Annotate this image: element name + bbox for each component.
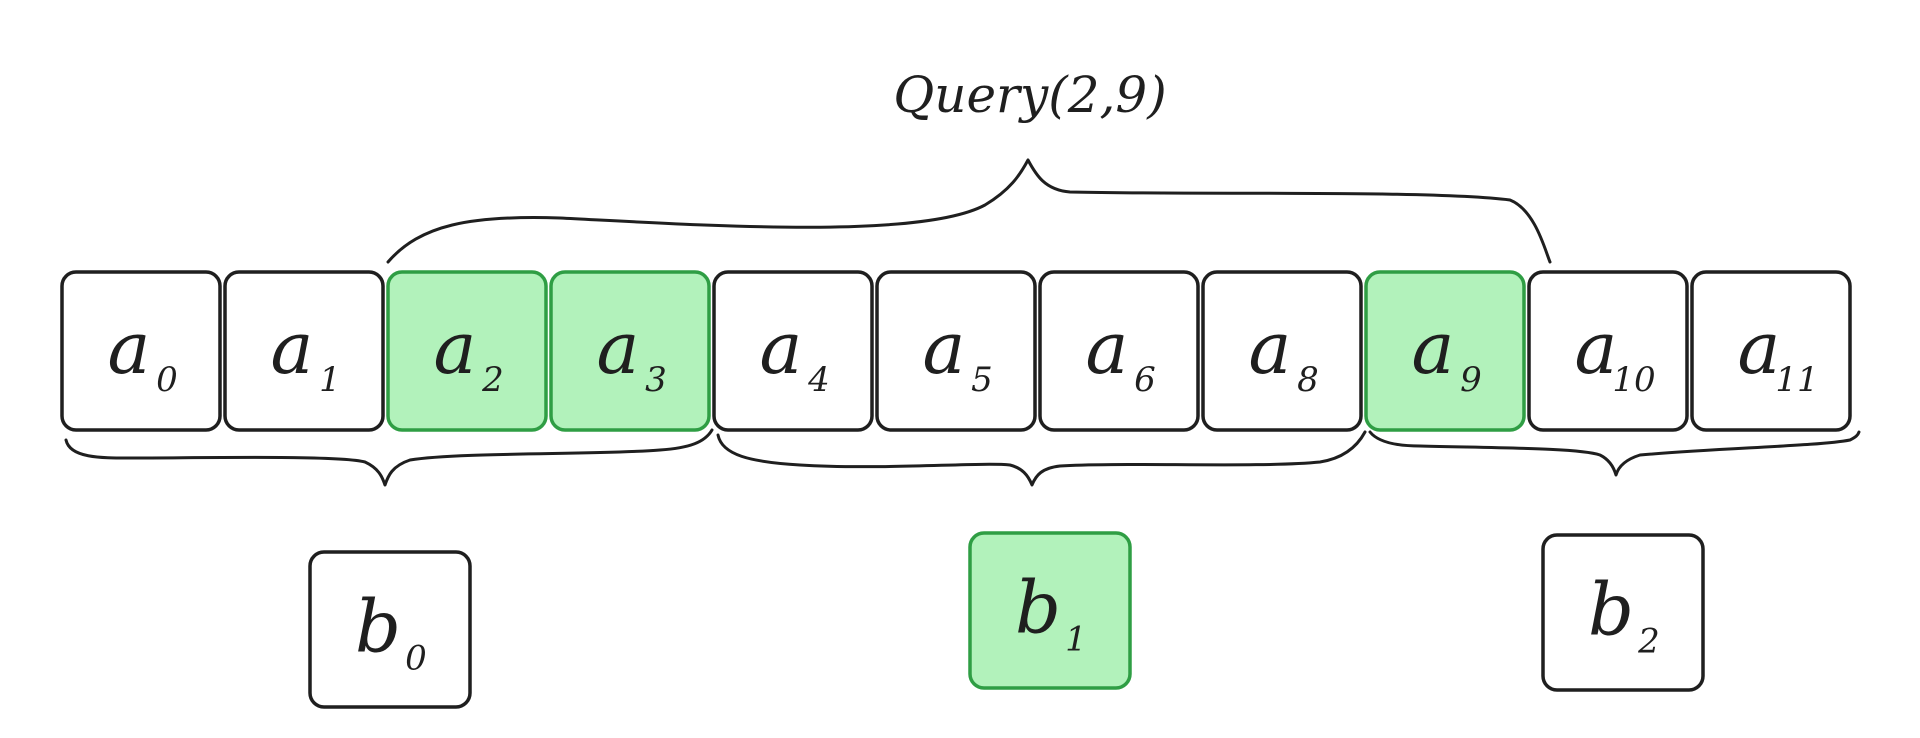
array-cell-box (549, 270, 711, 432)
array-cell-subscript: 3 (645, 360, 667, 400)
array-cell-subscript: 1 (319, 360, 341, 400)
block-cell-box (308, 550, 472, 709)
array-cell-label: a (1575, 306, 1618, 390)
array-cell-subscript: 10 (1612, 360, 1655, 400)
array-cell-subscript: 4 (807, 360, 830, 400)
array-cell-label: a (271, 306, 314, 390)
array-cell-subscript: 6 (1134, 360, 1156, 400)
array-cell-box (1038, 270, 1200, 432)
block-cell-subscript: 0 (405, 639, 427, 679)
array-cell-subscript: 2 (481, 360, 504, 400)
query-range-brace (386, 158, 1552, 264)
array-cell-subscript: 8 (1297, 360, 1319, 400)
block-cell-subscript: 2 (1637, 622, 1660, 662)
array-cell-subscript: 11 (1775, 360, 1818, 400)
array-cell-label: a (108, 306, 151, 390)
array-cell-label: a (1249, 306, 1292, 390)
block-cell-label: b (355, 585, 401, 669)
array-cell-label: a (1738, 306, 1781, 390)
block-0-brace (64, 428, 714, 487)
array-cell-label: a (597, 306, 640, 390)
array-cell-box (1690, 270, 1852, 432)
array-cell-label: a (923, 306, 966, 390)
block-cell-label: b (1588, 568, 1634, 652)
block-1-brace (716, 430, 1367, 487)
array-cell-9: a10 (1527, 270, 1689, 432)
array-cell-box (1364, 270, 1526, 432)
array-cell-subscript: 5 (971, 360, 993, 400)
array-cell-box (1527, 270, 1689, 432)
array-cell-box (223, 270, 385, 432)
block-2-brace (1368, 430, 1861, 477)
array-cell-box (386, 270, 548, 432)
block-cell-box (968, 531, 1132, 690)
array-cell-label: a (1086, 306, 1129, 390)
array-cell-subscript: 9 (1460, 360, 1482, 400)
array-cell-box (60, 270, 222, 432)
array-cell-box (712, 270, 874, 432)
array-cell-label: a (760, 306, 803, 390)
array-cell-label: a (1412, 306, 1455, 390)
array-cell-label: a (434, 306, 477, 390)
array-cell-subscript: 0 (156, 360, 178, 400)
array-cell-10: a11 (1690, 270, 1852, 432)
array-cell-box (875, 270, 1037, 432)
block-cell-subscript: 1 (1065, 620, 1087, 660)
query-title: Query(2,9) (893, 66, 1166, 124)
block-cell-label: b (1015, 566, 1061, 650)
array-cell-box (1201, 270, 1363, 432)
block-cell-box (1541, 533, 1705, 692)
